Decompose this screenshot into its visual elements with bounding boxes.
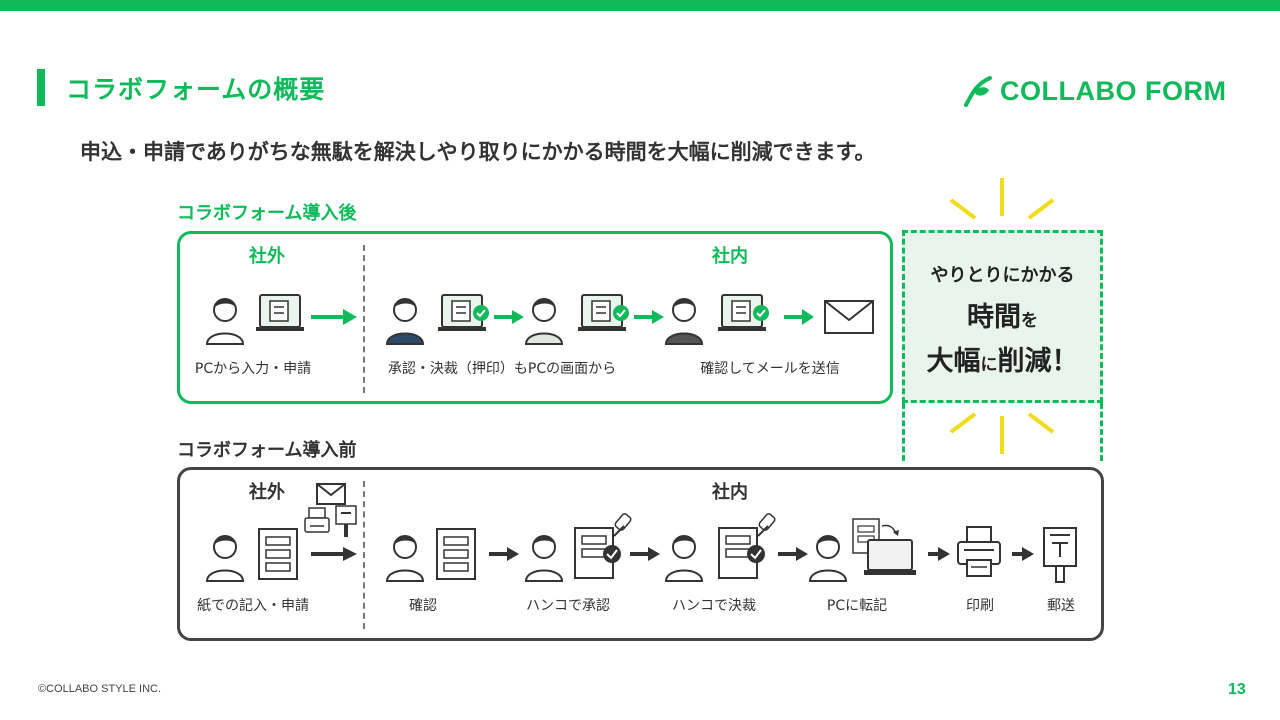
stamp-icon — [613, 513, 632, 537]
callout-line-1: やりとりにかかる — [930, 265, 1075, 286]
slide-title: コラボフォームの概要 — [66, 75, 326, 104]
person-icon — [524, 298, 564, 345]
laptop-form-icon — [852, 518, 916, 575]
before-divider — [363, 481, 365, 629]
person-icon — [664, 298, 704, 345]
arrow-right-icon — [489, 547, 519, 561]
paper-form-icon — [258, 528, 298, 580]
envelope-icon — [316, 483, 346, 505]
callout-line-3: 大幅に削減！ — [926, 346, 1079, 377]
collabo-form-logo: COLLABO FORM — [962, 74, 1226, 108]
sparkle-lines-bottom — [949, 412, 1055, 454]
logo-text: COLLABO FORM — [1000, 75, 1227, 106]
laptop-form-icon — [578, 294, 629, 331]
callout-line-2: 時間を — [967, 302, 1038, 333]
person-icon — [664, 535, 704, 582]
top-accent-bar — [0, 0, 1280, 11]
after-caption-2: 承認・決裁（押印）もPCの画面から — [387, 361, 617, 377]
arrow-right-icon — [928, 547, 950, 561]
person-icon — [524, 535, 564, 582]
page-number: 13 — [1228, 681, 1246, 698]
after-caption-3: 確認してメールを送信 — [700, 361, 840, 377]
envelope-icon — [824, 300, 874, 334]
stamp-icon — [757, 513, 776, 537]
laptop-form-icon — [256, 294, 304, 331]
postbox-icon — [1043, 527, 1077, 583]
after-divider — [363, 245, 365, 393]
after-outside-label: 社外 — [249, 246, 285, 267]
slide-subtitle: 申込・申請でありがちな無駄を解決しやり取りにかかる時間を大幅に削減できます。 — [80, 140, 876, 164]
time-savings-callout: やりとりにかかる 時間を 大幅に削減！ — [902, 230, 1103, 403]
person-icon — [205, 298, 245, 345]
before-outside-label: 社外 — [249, 482, 285, 503]
before-caption-2: 確認 — [409, 598, 437, 614]
leaf-logo-icon — [964, 76, 992, 107]
after-caption-1: PCから入力・申請 — [194, 361, 312, 377]
before-caption-7: 郵送 — [1047, 598, 1075, 614]
arrow-right-icon — [494, 310, 524, 324]
arrow-right-icon — [784, 309, 814, 325]
laptop-form-icon — [438, 294, 489, 331]
arrow-right-icon — [311, 547, 357, 561]
before-panel — [177, 467, 1104, 641]
before-caption-6: 印刷 — [966, 598, 994, 614]
before-caption-1: 紙での記入・申請 — [197, 598, 309, 614]
person-icon — [205, 535, 245, 582]
arrow-right-icon — [634, 310, 664, 324]
callout-dashed-extension — [902, 403, 1103, 461]
after-inside-label: 社内 — [712, 246, 748, 267]
arrow-right-icon — [630, 547, 660, 561]
after-panel — [177, 231, 893, 404]
paper-form-icon — [436, 528, 476, 580]
arrow-right-icon — [311, 309, 357, 325]
copyright-footer: ©COLLABO STYLE INC. — [38, 683, 162, 695]
after-section-label: コラボフォーム導入後 — [177, 203, 357, 224]
person-icon — [808, 535, 848, 582]
paper-form-icon — [718, 513, 776, 579]
laptop-form-icon — [718, 294, 769, 331]
before-section-label: コラボフォーム導入前 — [177, 440, 357, 461]
mailbox-icon — [335, 505, 357, 537]
fax-icon — [304, 507, 330, 533]
before-caption-4: ハンコで決裁 — [672, 598, 756, 614]
arrow-right-icon — [1012, 547, 1034, 561]
title-accent-mark — [37, 69, 45, 106]
before-caption-3: ハンコで承認 — [526, 598, 610, 614]
paper-form-icon — [574, 513, 632, 579]
sparkle-lines-top — [949, 178, 1055, 220]
before-caption-5: PCに転記 — [826, 598, 888, 614]
person-icon — [385, 298, 425, 345]
person-icon — [385, 535, 425, 582]
printer-icon — [957, 526, 1001, 577]
arrow-right-icon — [778, 547, 808, 561]
before-inside-label: 社内 — [712, 482, 748, 503]
